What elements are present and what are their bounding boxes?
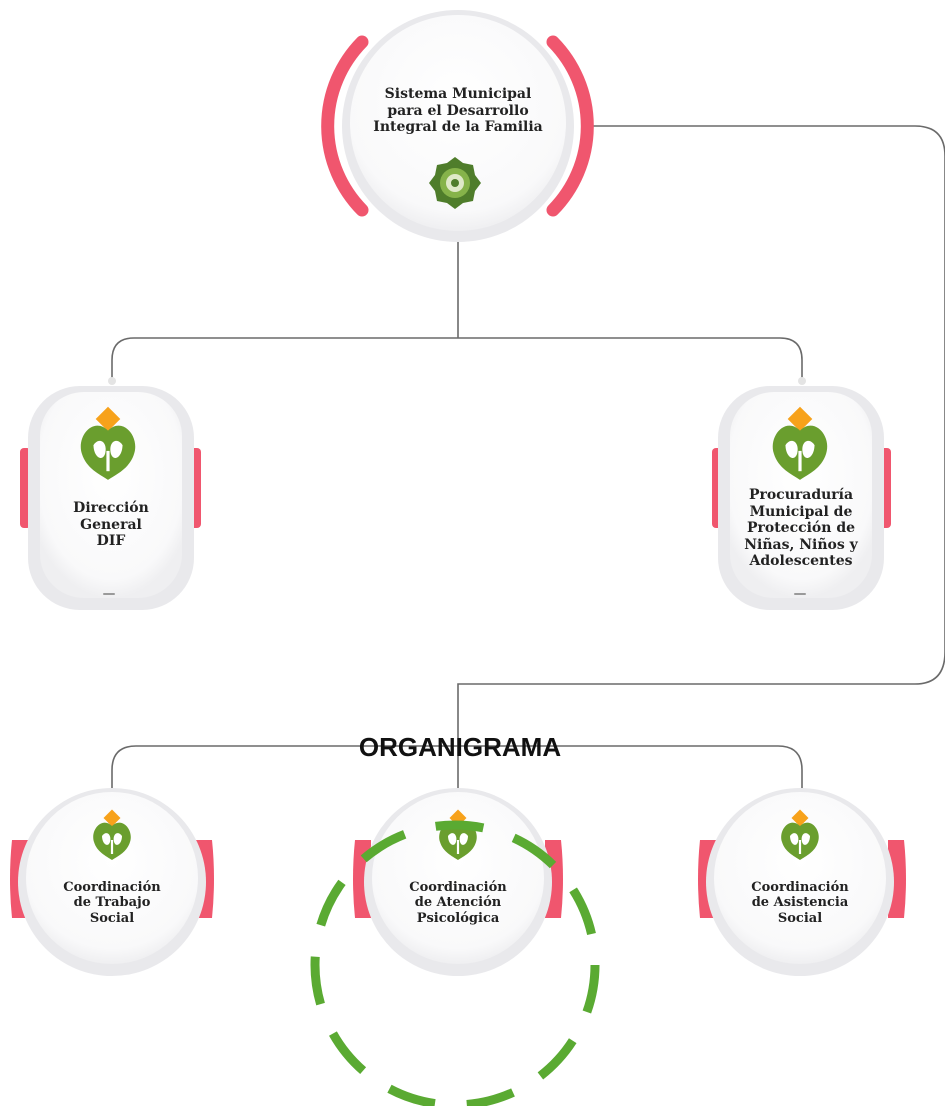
node-root-line: para el Desarrollo xyxy=(387,102,529,119)
node-line: Coordinación xyxy=(409,880,507,895)
node-line: Procuraduría xyxy=(748,487,854,503)
node-direccion-general xyxy=(20,386,201,610)
organigrama-label: ORGANIGRAMA xyxy=(358,732,562,762)
node-line: Social xyxy=(777,910,823,926)
node-line: de Asistencia xyxy=(751,895,849,911)
node-line: Protección de xyxy=(746,520,856,537)
node-line: Dirección xyxy=(73,500,149,516)
node-root-label: Sistema Municipal para el Desarrollo Int… xyxy=(368,86,548,136)
node-root-line: Sistema Municipal xyxy=(384,86,532,102)
node-line: Coordinación xyxy=(63,880,161,895)
node-line: Coordinación xyxy=(751,880,849,895)
node-procuraduria xyxy=(712,386,891,610)
highlight-circle xyxy=(310,820,600,1106)
node-line: de Trabajo xyxy=(73,895,151,911)
node-line: Psicológica xyxy=(416,910,500,926)
node-procuraduria-label: Procuraduría Municipal de Protección de … xyxy=(736,487,866,570)
node-root-line: Integral de la Familia xyxy=(373,119,543,136)
node-line: DIF xyxy=(96,533,126,550)
node-trabajo-social-label: Coordinación de Trabajo Social xyxy=(42,880,182,926)
node-trabajo-social xyxy=(10,788,214,976)
node-line: Adolescentes xyxy=(749,553,853,570)
node-line: General xyxy=(80,516,142,533)
node-line: Social xyxy=(89,910,135,926)
node-direccion-general-label: Dirección General DIF xyxy=(50,500,172,550)
dif-seal-icon xyxy=(429,157,481,209)
node-atencion-psicologica-label: Coordinación de Atención Psicológica xyxy=(388,880,528,926)
node-line: Municipal de xyxy=(749,503,853,520)
node-line: Niñas, Niños y xyxy=(744,536,858,553)
node-root xyxy=(321,10,594,242)
node-asistencia-social-label: Coordinación de Asistencia Social xyxy=(730,880,870,926)
node-asistencia-social xyxy=(698,788,906,976)
node-line: de Atención xyxy=(414,895,502,911)
